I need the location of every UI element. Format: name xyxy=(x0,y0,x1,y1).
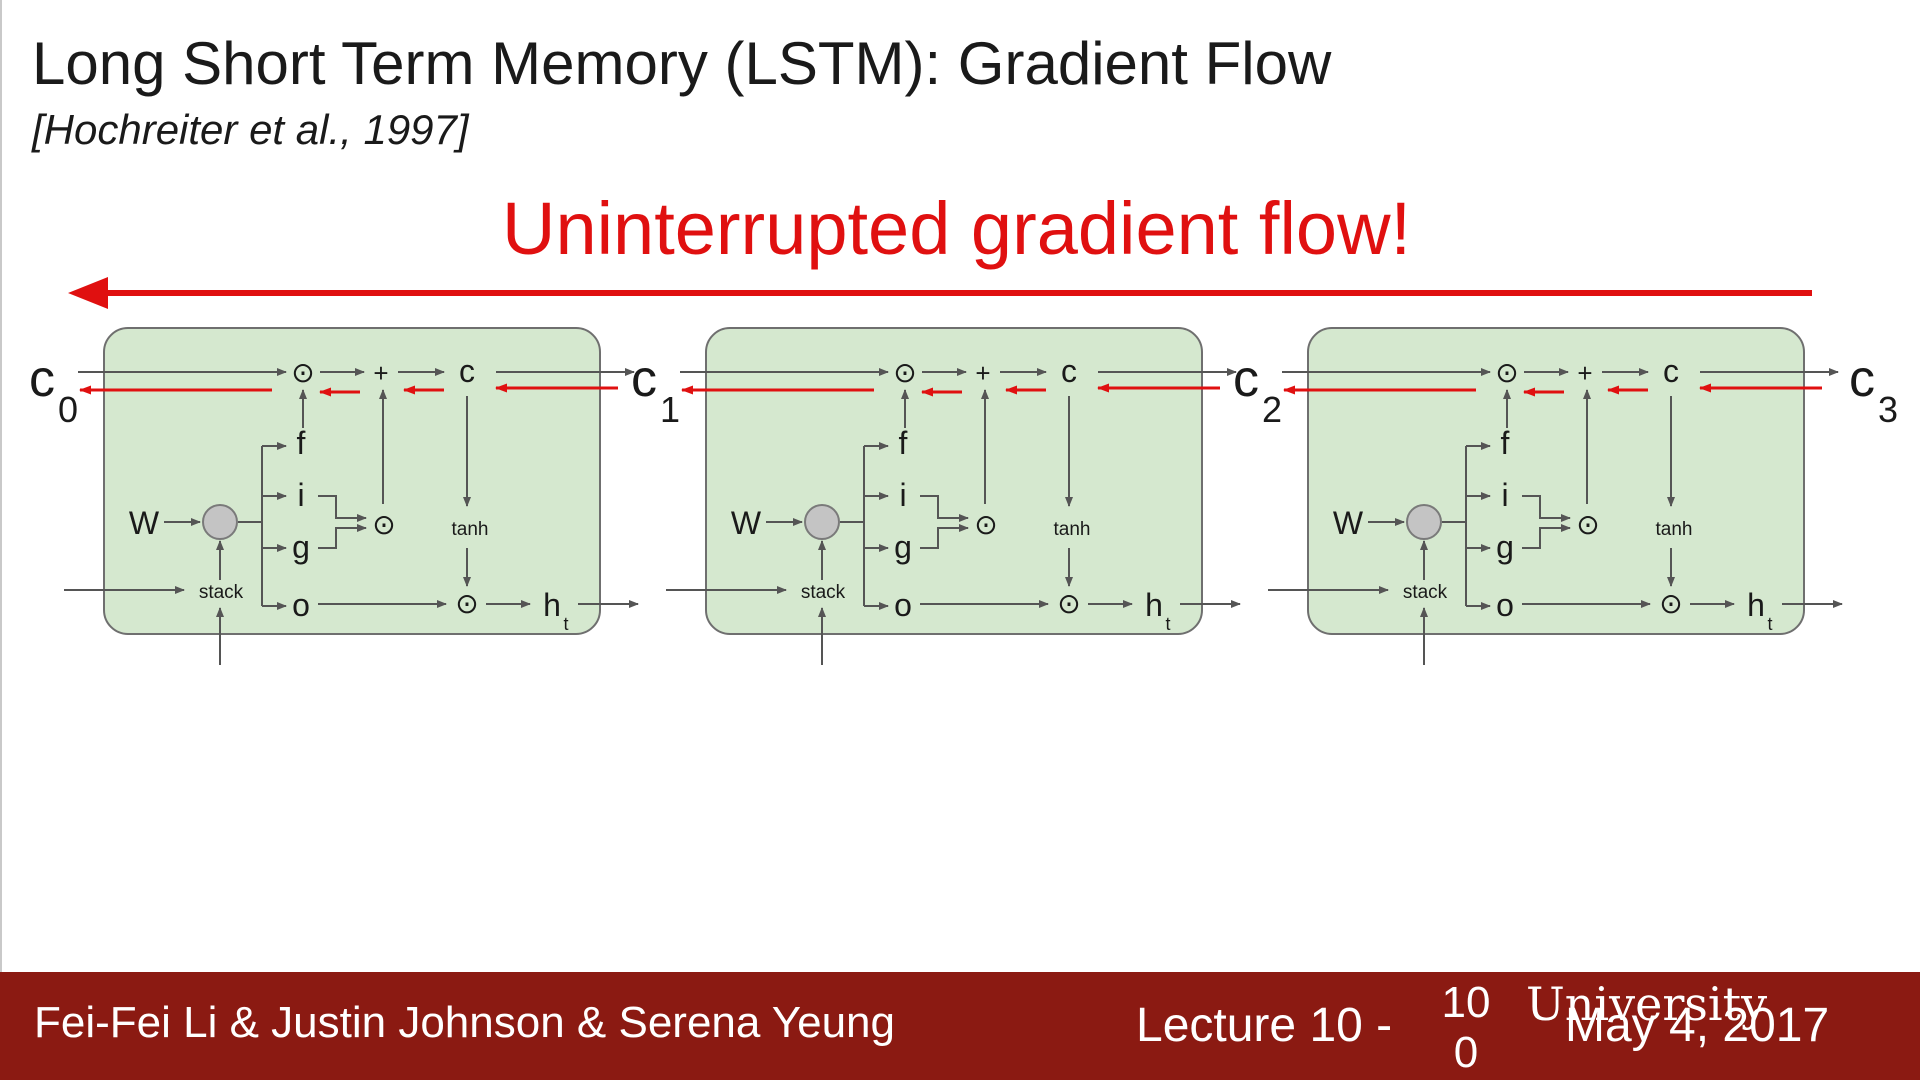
cell-3-hidden-sub: t xyxy=(1767,614,1772,634)
cell-2-hidden-label: h xyxy=(1145,587,1163,623)
cell-2-gate-g: g xyxy=(894,529,912,565)
cell-1-hidden-sub: t xyxy=(563,614,568,634)
final-state-label-sub: 3 xyxy=(1878,389,1898,430)
cell-3-input-mult-op: ⊙ xyxy=(1576,509,1599,540)
slide-citation: [Hochreiter et al., 1997] xyxy=(32,106,469,153)
footer-lecture: Lecture 10 - xyxy=(1136,999,1393,1052)
cell-3-stack-node xyxy=(1406,504,1442,540)
gradient-flow-arrowhead xyxy=(68,277,108,309)
cell-2-stack-node xyxy=(804,504,840,540)
cell-1-add-op: + xyxy=(373,358,388,388)
cell-2-box xyxy=(705,327,1203,635)
cell-2-state-in-label-main: c xyxy=(631,350,657,408)
cell-3-add-op: + xyxy=(1577,358,1592,388)
cell-2-gate-f: f xyxy=(899,425,908,461)
cell-3-forget-mult-op: ⊙ xyxy=(1495,357,1518,388)
cell-2-weight-label: W xyxy=(731,505,762,541)
cell-3-cell-state-label: c xyxy=(1663,353,1679,389)
cell-2-hidden-sub: t xyxy=(1165,614,1170,634)
cell-3-state-in-label-sub: 2 xyxy=(1262,389,1282,430)
cell-1-forget-mult-op: ⊙ xyxy=(291,357,314,388)
cell-1-input-mult-op: ⊙ xyxy=(372,509,395,540)
cell-1-stack-label: stack xyxy=(199,582,244,603)
cell-2-gate-o: o xyxy=(894,587,912,623)
cell-3-state-in-label-main: c xyxy=(1233,350,1259,408)
cell-1-hidden-label: h xyxy=(543,587,561,623)
final-state-label-main: c xyxy=(1849,350,1875,408)
footer-page-number: 100 xyxy=(1441,978,1491,1077)
headline-uninterrupted-gradient-flow: Uninterrupted gradient flow! xyxy=(502,187,1412,270)
cell-3-gate-g: g xyxy=(1496,529,1514,565)
cell-2-i-line xyxy=(920,495,969,522)
cell-3-tanh-label: tanh xyxy=(1656,519,1693,540)
cell-3-stack-label: stack xyxy=(1403,582,1448,603)
cell-2-input-mult-op: ⊙ xyxy=(974,509,997,540)
cell-1-stack-node xyxy=(202,504,238,540)
cell-1-state-in-label-sub: 0 xyxy=(58,389,78,430)
cell-2-output-mult-op: ⊙ xyxy=(1057,588,1080,619)
cell-3-weight-label: W xyxy=(1333,505,1364,541)
cell-1-output-mult-op: ⊙ xyxy=(455,588,478,619)
cell-2-cell-state-label: c xyxy=(1061,353,1077,389)
cell-3-output-mult-op: ⊙ xyxy=(1659,588,1682,619)
cell-2-gate-i: i xyxy=(899,477,906,513)
cell-1-box xyxy=(103,327,601,635)
cell-1-gate-i: i xyxy=(297,477,304,513)
cell-1-i-line xyxy=(318,495,367,522)
slide-title: Long Short Term Memory (LSTM): Gradient … xyxy=(32,30,1332,97)
cell-1-cell-state-label: c xyxy=(459,353,475,389)
cell-3-gate-f: f xyxy=(1501,425,1510,461)
slide-edge xyxy=(0,0,2,972)
cell-2-add-op: + xyxy=(975,358,990,388)
footer-authors: Fei-Fei Li & Justin Johnson & Serena Yeu… xyxy=(34,998,895,1047)
lstm-gradient-flow-diagram: c0⊙+cWstackfigo⊙tanh⊙htc1⊙+cWstackfigo⊙t… xyxy=(29,277,1898,665)
cell-2-forget-mult-op: ⊙ xyxy=(893,357,916,388)
cell-2-state-in-label-sub: 1 xyxy=(660,389,680,430)
footer-date: May 4, 2017 xyxy=(1565,999,1830,1052)
cell-1-g-line xyxy=(318,524,367,549)
cell-1-gate-o: o xyxy=(292,587,310,623)
university-watermark: University xyxy=(1526,977,1768,1031)
cell-3-i-line xyxy=(1522,495,1571,522)
cell-1-gate-g: g xyxy=(292,529,310,565)
cell-2-g-line xyxy=(920,524,969,549)
cell-3-hidden-label: h xyxy=(1747,587,1765,623)
cell-3-g-line xyxy=(1522,524,1571,549)
cell-2-stack-label: stack xyxy=(801,582,846,603)
cell-3-box xyxy=(1307,327,1805,635)
cell-1-weight-label: W xyxy=(129,505,160,541)
footer-bar: Fei-Fei Li & Justin Johnson & Serena Yeu… xyxy=(0,972,1920,1080)
cell-2-tanh-label: tanh xyxy=(1054,519,1091,540)
cell-1-gate-f: f xyxy=(297,425,306,461)
cell-3-gate-o: o xyxy=(1496,587,1514,623)
cell-1-state-in-label-main: c xyxy=(29,350,55,408)
cell-1-tanh-label: tanh xyxy=(452,519,489,540)
cell-3-gate-i: i xyxy=(1501,477,1508,513)
